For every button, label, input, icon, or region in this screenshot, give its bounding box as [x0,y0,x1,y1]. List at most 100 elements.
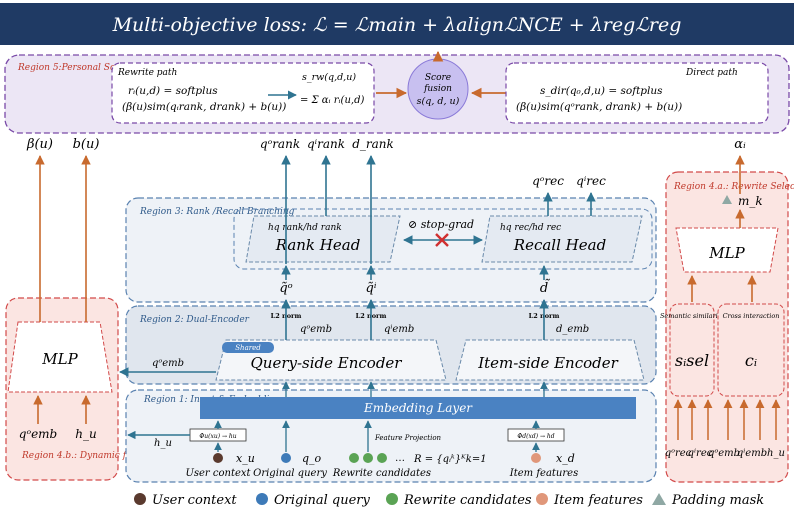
original-query-dot [281,453,291,463]
q-o-rank-label: qᵒrank [260,137,300,151]
legend-original-query-dot [256,493,268,505]
rewrite-dot-3 [377,453,387,463]
legend-rewrite-candidates: Rewrite candidates [403,493,532,508]
region-4a-input-0: qᵒrec [665,448,692,459]
legend-padding-mask-icon [652,493,666,505]
rewrite-dot-2 [363,453,373,463]
x-u-label: x_u [236,452,255,465]
q-i-tilde-label: q̃ⁱ [366,281,377,296]
user-context-caption: User context [185,468,251,479]
stop-grad-x-icon [435,233,449,247]
region-4b-mlp [7,321,113,393]
rewrite-score: s_rw(q,d,u) [302,72,356,83]
rank-head-label: Rank Head [275,236,361,254]
user-context-dot [213,453,223,463]
legend-item-features: Item features [553,493,643,508]
q-o-rec-label: qᵒrec [532,174,564,188]
d-emb-label: d_emb [556,324,589,335]
q-i-rec-label: qⁱrec [576,174,606,188]
stop-grad-label: ⊘ stop-grad [408,218,474,231]
feature-projection-label: Feature Projection [374,434,442,442]
phi-d-label: Φd(xd) → hd [517,433,554,440]
embedding-layer-label: Embedding Layer [363,401,473,415]
cross-title: Cross interaction [723,312,780,320]
legend-rewrite-candidates-dot [386,493,398,505]
region-4a-mlp [675,227,779,273]
region-4a-label: Region 4.a.: Rewrite Selector [673,182,794,192]
rewrite-set-label: R = {qᵢᵏ}ᴷk=1 [413,454,487,465]
rewrite-formula-1: rᵢ(u,d) = softplus [128,85,218,97]
item-encoder-label: Item-side Encoder [477,354,618,372]
semantic-title: Semantic similarity [660,312,724,320]
legend-padding-mask: Padding mask [671,493,764,508]
shared-badge-label: Shared [235,344,261,352]
rewrite-formula-2: (β(u)sim(qᵢrank, drank) + b(u)) [122,101,286,113]
q-i-rank-label: qⁱrank [307,137,345,151]
region-4b-label: Region 4.b.: Dynamic factor [21,451,150,461]
q-o-tilde-label: q̃ᵒ [279,281,292,296]
shared-badge [222,342,274,353]
recall-head-block [481,215,643,263]
rewrite-dot-1 [349,453,359,463]
rewrite-path-title: Rewrite path [117,68,177,78]
region-4b-input-h: h_u [75,427,96,441]
alpha-label: αᵢ [734,137,746,152]
semantic-symbol: sᵢsel [675,351,709,370]
q-o-input-label: q_o [302,452,322,465]
rank-head-sub: hq rank/hd rank [268,223,342,233]
h-u-label: h_u [154,438,172,449]
region-4a-input-3: qⁱemb [737,448,767,459]
rewrite-score-sum: = Σ αᵢ rᵢ(u,d) [300,95,364,106]
original-query-caption: Original query [253,468,327,479]
direct-path-box [505,62,769,124]
recall-head-label: Recall Head [513,236,606,254]
region-4b-input-q: qᵒemb [19,427,57,441]
cross-interaction-box [717,303,785,397]
heads-group-box [233,208,653,270]
rewrite-candidates-caption: Rewrite candidates [332,468,431,479]
rewrite-path-box [111,62,375,124]
m-k-label: m_k [738,194,763,208]
legend-item-features-dot [536,493,548,505]
region-2-label: Region 2: Dual-Encoder [139,315,250,325]
rank-head-block [245,215,401,263]
item-features-caption: Item features [509,468,578,479]
legend-user-context-dot [134,493,146,505]
phi-u-label: Φu(xu) → hu [199,433,236,440]
x-d-label: x_d [556,452,575,465]
rewrite-dots-ellipsis: … [395,453,405,464]
region-4a-input-1: qⁱrec [688,448,713,459]
cross-symbol: cᵢ [745,351,757,370]
b-label: b(u) [73,137,100,152]
region-3-label: Region 3: Rank /Recall Branching [139,207,295,217]
region-4a-input-2: qᵒemb [708,448,740,459]
d-rank-label: d_rank [352,137,394,151]
semantic-similarity-box [669,303,715,397]
legend: User context Original query Rewrite cand… [134,493,764,508]
loss-title: Multi-objective loss: ℒ = ℒmain + λalign… [112,14,682,36]
region-5-label: Region 5:Personal Scoring System [17,63,175,73]
legend-original-query: Original query [274,493,371,508]
legend-user-context: User context [152,493,237,508]
fusion-line-3: s(q, d, u) [417,96,460,107]
recall-head-sub: hq rec/hd rec [500,223,561,233]
embedding-layer-bar [200,397,636,419]
region-4a-mlp-label: MLP [708,244,745,262]
region-4b-mlp-label: MLP [41,350,78,368]
q-o-emb-label: qᵒemb [300,324,332,335]
direct-path-title: Direct path [685,68,738,78]
item-features-dot [531,453,541,463]
direct-formula-1: s_dir(q₀,d,u) = softplus [540,85,663,97]
q-o-emb-left-label: qᵒemb [152,358,184,369]
padding-mask-icon [722,195,732,204]
region-4a-input-4: h_u [767,448,785,459]
direct-formula-2: (β(u)sim(qᵒrank, drank) + b(u)) [516,101,682,113]
q-i-emb-label: qⁱemb [384,324,414,335]
fusion-line-2: fusion [423,84,452,94]
fusion-line-1: Score [425,73,451,83]
beta-label: β(u) [26,137,53,152]
title-bar [0,3,794,45]
d-tilde-label: d̃ [540,279,550,296]
item-encoder-block [455,339,645,381]
